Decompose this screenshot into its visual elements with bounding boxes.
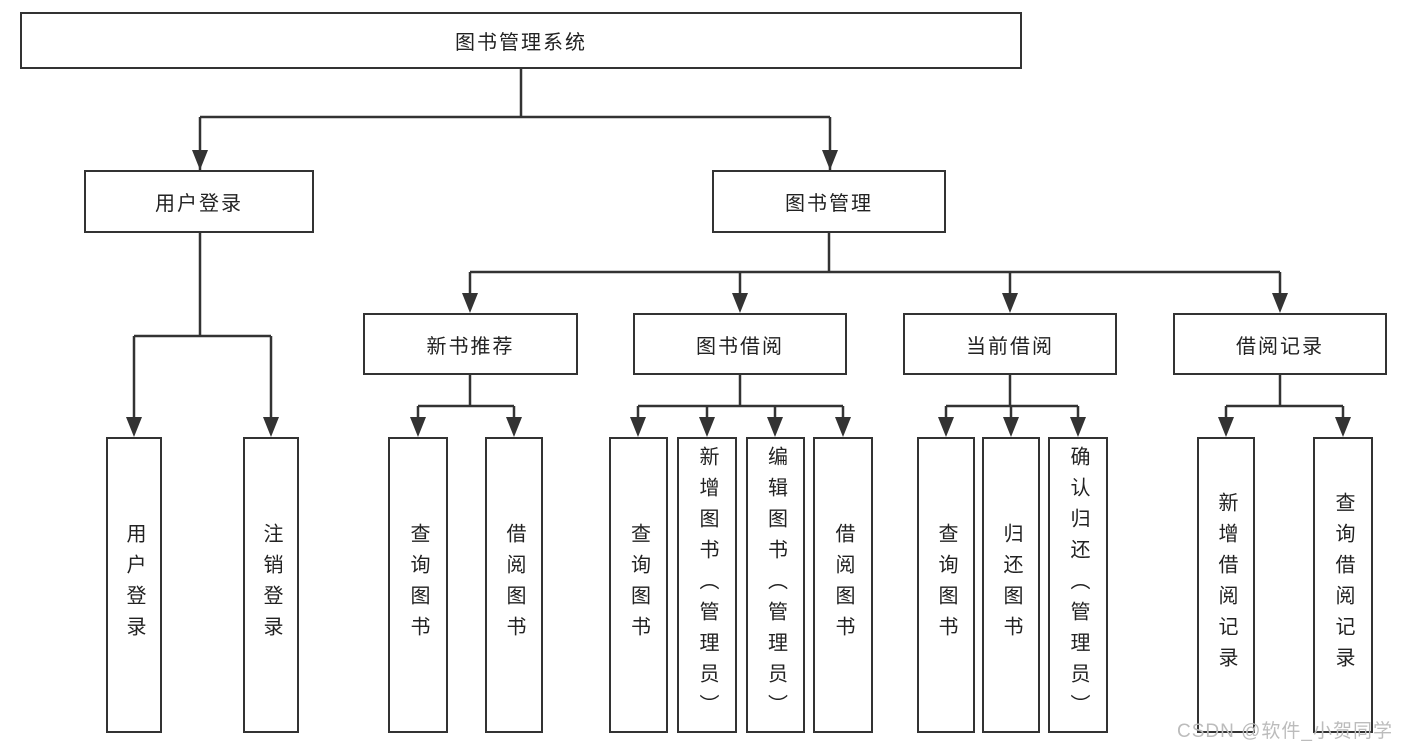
leaf-node-query-books-borrowing: 查询图书 <box>609 437 668 733</box>
leaf-label: 查询图书 <box>627 523 650 647</box>
leaf-node-borrow-books: 借阅图书 <box>813 437 873 733</box>
node-new-book-recommendation: 新书推荐 <box>363 313 578 375</box>
node-book-management: 图书管理 <box>712 170 946 233</box>
leaf-label: 借阅图书 <box>503 523 525 647</box>
arrowheads <box>126 150 1351 437</box>
leaf-label: 用户登录 <box>123 523 145 647</box>
leaf-node-query-books-current: 查询图书 <box>917 437 975 733</box>
node-book-borrowing: 图书借阅 <box>633 313 847 375</box>
leaf-label: 编辑图书（管理员） <box>764 445 787 725</box>
leaf-label: 查询图书 <box>935 523 957 647</box>
leaf-node-return-books: 归还图书 <box>982 437 1040 733</box>
node-current-borrowing: 当前借阅 <box>903 313 1117 375</box>
leaf-label: 新增图书（管理员） <box>696 445 718 725</box>
watermark: CSDN @软件_小贺同学 <box>1177 721 1393 742</box>
leaf-node-query-borrow-record: 查询借阅记录 <box>1313 437 1373 733</box>
leaf-node-add-borrow-record: 新增借阅记录 <box>1197 437 1255 733</box>
leaf-label: 新增借阅记录 <box>1215 492 1237 678</box>
root-node-library-system: 图书管理系统 <box>20 12 1022 69</box>
leaf-node-edit-books-admin: 编辑图书（管理员） <box>746 437 805 733</box>
leaf-node-add-books-admin: 新增图书（管理员） <box>677 437 737 733</box>
leaf-label: 查询图书 <box>407 523 429 647</box>
connector-paths <box>132 69 1345 430</box>
leaf-label: 注销登录 <box>260 523 282 647</box>
leaf-node-user-login: 用户登录 <box>106 437 162 733</box>
node-user-login: 用户登录 <box>84 170 314 233</box>
node-borrowing-records: 借阅记录 <box>1173 313 1387 375</box>
leaf-label: 归还图书 <box>1000 523 1022 647</box>
leaf-node-borrow-books-recommend: 借阅图书 <box>485 437 543 733</box>
leaf-node-query-books-recommend: 查询图书 <box>388 437 448 733</box>
leaf-label: 查询借阅记录 <box>1332 492 1354 678</box>
leaf-label: 借阅图书 <box>832 523 854 647</box>
leaf-label: 确认归还（管理员） <box>1067 445 1089 725</box>
leaf-node-logout: 注销登录 <box>243 437 299 733</box>
leaf-node-confirm-return-admin: 确认归还（管理员） <box>1048 437 1108 733</box>
